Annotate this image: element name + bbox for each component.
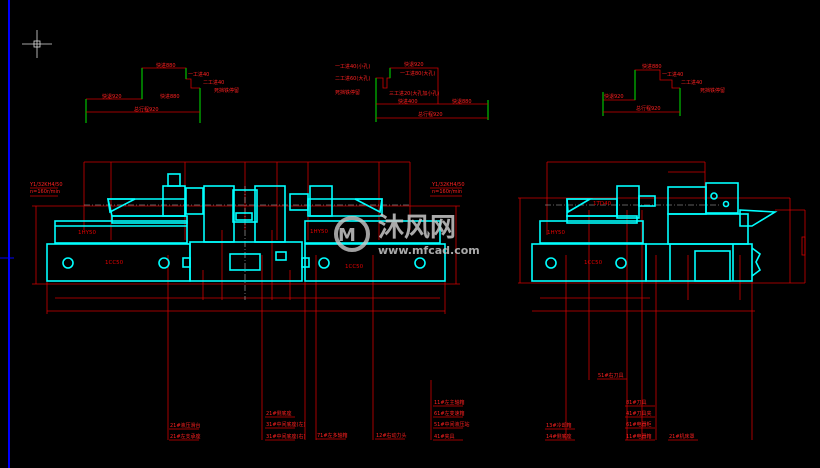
anchor-hole-icon — [62, 257, 74, 269]
part-callout: 11#左主轴箱 — [434, 399, 465, 406]
part-callout: 31#中间底座(右) — [266, 433, 306, 440]
part-callout: 81#刀具 — [626, 400, 647, 406]
watermark-brand: 沐风网 — [378, 213, 456, 243]
speed-note: n=160r/min — [432, 189, 462, 195]
cycle-label: 一工进40 — [662, 71, 683, 78]
motor-spec-note: Y1/32KH4/50 — [29, 182, 63, 188]
unit-label-head: 1TD40 — [593, 201, 612, 207]
part-callout: 21#侧底座 — [266, 410, 292, 417]
side-view-dimensions — [518, 161, 806, 440]
anchor-hole-icon — [318, 257, 330, 269]
part-callout: 31#中间底座(左) — [266, 421, 306, 428]
part-callout: 51#中间液压站 — [434, 421, 470, 428]
part-callout: 71#左多轴箱 — [317, 432, 348, 439]
cycle-label: 死挡铁停留 — [214, 87, 239, 94]
unit-label-slide: 1HY50 — [310, 229, 328, 235]
part-callout: 12#右动力头 — [376, 432, 407, 439]
crosshair-cursor-icon — [22, 30, 52, 58]
cycle-diagram-middle: 一工进40(小孔) 二工进60(大孔) 死挡铁停留 快退920 一工进80(大孔… — [335, 61, 489, 122]
cycle-label: 快退920 — [404, 61, 424, 68]
part-callout: 14#侧底座 — [546, 433, 572, 440]
cycle-label: 一工进40 — [188, 71, 209, 78]
cycle-label: 快退920 — [604, 93, 624, 100]
part-callout: 41#夹具 — [434, 433, 455, 440]
cycle-label: 快进880 — [642, 63, 662, 70]
svg-text:M: M — [338, 225, 356, 246]
cycle-label: 快进880 — [156, 62, 176, 69]
unit-label-base: 1CC50 — [105, 260, 124, 266]
unit-label-base: 1CC50 — [345, 264, 364, 270]
spindle-icon — [710, 192, 718, 200]
cycle-label: 二工进40 — [203, 79, 224, 86]
part-callout: 51#右刀具 — [598, 372, 624, 379]
part-callout: 61#左变速箱 — [434, 410, 465, 417]
machine-side-view[interactable]: 1TD40 1HY50 1CC50 — [531, 182, 778, 282]
cycle-label: 总行程920 — [636, 105, 661, 112]
anchor-hole-icon — [158, 257, 170, 269]
cycle-label: 三工进20(大孔加小孔) — [389, 90, 439, 97]
part-callout: 21#机床罩 — [669, 433, 695, 440]
watermark-url: www.mfcad.com — [378, 244, 480, 257]
anchor-hole-icon — [414, 257, 426, 269]
cycle-label: 快进400 — [398, 98, 418, 105]
cycle-label: 一工进40(小孔) — [335, 63, 370, 70]
cycle-label: 快退880 — [452, 98, 472, 105]
front-view-dimensions: Y1/32KH4/50 n=160r/min Y1/32KH4/50 n=160… — [29, 161, 465, 440]
anchor-hole-icon — [545, 257, 557, 269]
part-callout: 21#液压滑台 — [170, 422, 201, 429]
cycle-label: 总行程920 — [418, 111, 443, 118]
motor-spec-note: Y1/32KH4/50 — [431, 182, 465, 188]
cycle-diagram-left: 快进880 一工进40 二工进40 死挡铁停留 快退920 快进880 总行程9… — [85, 62, 239, 123]
machine-front-view[interactable]: 1HY50 1CC50 1HY50 1CC50 — [46, 173, 446, 300]
unit-label-slide: 1HY50 — [547, 230, 565, 236]
cycle-label: 快退920 — [102, 93, 122, 100]
part-callout: 61#电器柜 — [626, 421, 652, 428]
cycle-label: 二工进40 — [681, 79, 702, 86]
part-callout: 13#冷却箱 — [546, 422, 572, 429]
unit-label-base: 1CC50 — [584, 260, 603, 266]
unit-label-slide: 1HY50 — [78, 230, 96, 236]
cycle-label: 二工进60(大孔) — [335, 75, 370, 82]
part-callout: 21#左支承座 — [170, 433, 201, 440]
cycle-label: 死挡铁停留 — [335, 89, 360, 96]
cycle-label: 死挡铁停留 — [700, 87, 725, 94]
watermark-logo: M 沐风网 www.mfcad.com — [334, 213, 480, 257]
anchor-hole-icon — [615, 257, 627, 269]
cycle-label: 总行程920 — [134, 106, 159, 113]
speed-note: n=160r/min — [30, 189, 60, 195]
spindle-icon — [722, 200, 730, 208]
cycle-diagram-right: 快进880 一工进40 二工进40 死挡铁停留 快退920 总行程920 — [602, 63, 725, 116]
part-callout: 11#电器箱 — [626, 433, 652, 440]
cycle-label: 一工进80(大孔) — [400, 70, 435, 77]
part-callouts: 21#液压滑台 21#左支承座 21#侧底座 31#中间底座(左) 31#中间底座(右)… — [169, 372, 698, 441]
cycle-label: 快进880 — [160, 93, 180, 100]
part-callout: 41#刀具夹 — [626, 410, 652, 417]
